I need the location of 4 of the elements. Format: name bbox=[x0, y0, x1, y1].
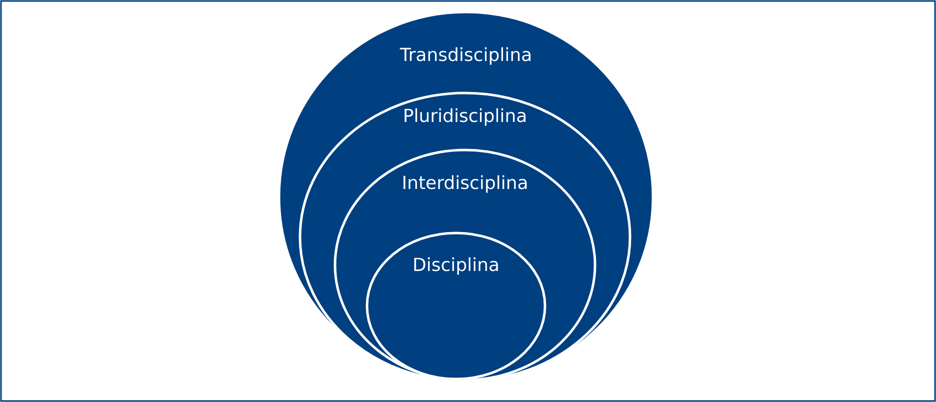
circle-label: Interdisciplina bbox=[404, 175, 527, 193]
circle-label: Disciplina bbox=[414, 257, 498, 275]
circle-label: Pluridisciplina bbox=[404, 108, 526, 126]
circle-label: Transdisciplina bbox=[400, 47, 530, 65]
